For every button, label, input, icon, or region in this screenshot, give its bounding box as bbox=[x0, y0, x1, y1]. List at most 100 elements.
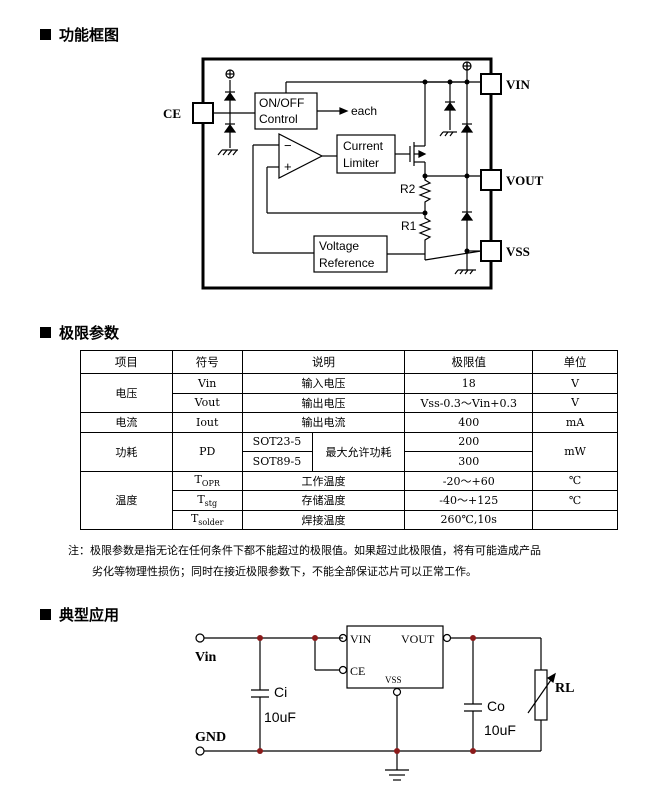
app-vin-label: Vin bbox=[195, 650, 216, 665]
symbol-sub: OPR bbox=[201, 479, 220, 489]
abs-max-table: 项目 符号 说明 极限值 单位 电压 Vin 输入电压 18 V Vout 输出… bbox=[80, 350, 618, 530]
cell-value: 300 bbox=[404, 451, 534, 472]
cell-symbol: TOPR bbox=[171, 470, 243, 491]
cell-unit: mA bbox=[532, 412, 618, 433]
onoff-label-2: Control bbox=[259, 112, 298, 126]
typical-app-title: 典型应用 bbox=[59, 606, 120, 624]
symbol-main: T bbox=[197, 492, 205, 506]
cell-symbol: Vin bbox=[171, 373, 243, 394]
cell-value: 18 bbox=[404, 373, 534, 394]
ci-value-label: 10uF bbox=[264, 709, 296, 725]
block-diagram-title: 功能框图 bbox=[59, 26, 120, 44]
cell-desc: 输入电压 bbox=[241, 373, 406, 394]
note-line-2: 劣化等物理性损伤；同时在接近极限参数下，不能全部保证芯片可以正常工作。 bbox=[92, 565, 477, 578]
bullet-square-icon bbox=[40, 609, 51, 620]
cell-desc: 焊接温度 bbox=[241, 509, 406, 530]
ref-label-2: Reference bbox=[319, 256, 375, 270]
cell-package: SOT23-5 bbox=[241, 431, 313, 452]
cell-unit: V bbox=[532, 373, 618, 394]
symbol-main: T bbox=[190, 512, 199, 526]
symbol-sub: solder bbox=[198, 518, 224, 528]
table-row: Vout 输出电压 Vss-0.3～Vin+0.3 V bbox=[81, 392, 618, 413]
table-row: 电压 Vin 输入电压 18 V bbox=[80, 373, 618, 413]
table-row: 电流 Iout 输出电流 400 mA bbox=[80, 412, 618, 433]
amp-plus-label: + bbox=[284, 159, 292, 174]
cell-value: 260℃,10s bbox=[404, 509, 534, 530]
pin-vin-label: VIN bbox=[506, 77, 530, 92]
cell-temperature-item: 温度 bbox=[80, 470, 173, 530]
onoff-label-1: ON/OFF bbox=[259, 96, 304, 110]
rl-label: RL bbox=[555, 681, 574, 696]
header-symbol: 符号 bbox=[171, 350, 243, 374]
cell-current-item: 电流 bbox=[80, 412, 173, 433]
note-line-1: 注：极限参数是指无论在任何条件下都不能超过的极限值。如果超过此极限值，将有可能造… bbox=[68, 544, 541, 557]
ic-ce-label: CE bbox=[350, 664, 365, 678]
cell-value: 400 bbox=[404, 412, 534, 433]
cell-symbol: PD bbox=[171, 431, 243, 472]
header-value: 极限值 bbox=[404, 350, 534, 374]
cell-symbol: Iout bbox=[171, 412, 243, 433]
co-label: Co bbox=[487, 698, 505, 714]
app-gnd-label: GND bbox=[195, 730, 226, 745]
each-label: each bbox=[351, 104, 377, 118]
error-amplifier bbox=[278, 133, 324, 179]
table-row: 功耗 PD SOT23-5 最大允许功耗 200 mW bbox=[80, 431, 618, 472]
pin-ce-box bbox=[192, 102, 214, 124]
cell-unit: mW bbox=[532, 431, 618, 472]
cell-desc: 输出电压 bbox=[241, 392, 406, 413]
cell-symbol: Vout bbox=[171, 392, 243, 413]
cell-value: -20～+60 bbox=[404, 470, 534, 491]
ic-vin-label: VIN bbox=[350, 632, 372, 646]
header-desc: 说明 bbox=[241, 350, 406, 374]
ci-label: Ci bbox=[274, 684, 287, 700]
pin-vout-label: VOUT bbox=[506, 173, 544, 188]
co-value-label: 10uF bbox=[484, 722, 516, 738]
header-unit: 单位 bbox=[532, 350, 618, 374]
table-row: Tsolder 焊接温度 260℃,10s bbox=[81, 509, 618, 530]
amp-minus-label: − bbox=[284, 138, 292, 153]
section-title-abs-max: 极限参数 bbox=[40, 322, 119, 343]
bullet-square-icon bbox=[40, 29, 51, 40]
cell-unit: ℃ bbox=[532, 470, 618, 491]
abs-max-title: 极限参数 bbox=[59, 324, 120, 342]
cell-value: -40～+125 bbox=[404, 490, 534, 511]
cell-value: Vss-0.3～Vin+0.3 bbox=[404, 392, 534, 413]
cell-package: SOT89-5 bbox=[241, 451, 313, 472]
ic-vss-label: VSS bbox=[385, 675, 402, 685]
pin-vss-box bbox=[480, 240, 502, 262]
section-title-block-diagram: 功能框图 bbox=[40, 24, 119, 45]
symbol-main: T bbox=[194, 473, 202, 487]
pin-vin-box bbox=[480, 73, 502, 95]
cell-unit bbox=[532, 509, 618, 530]
cell-desc: 存储温度 bbox=[241, 490, 406, 511]
r1-label: R1 bbox=[401, 219, 417, 233]
limiter-label-2: Limiter bbox=[343, 156, 379, 170]
ic-body bbox=[346, 625, 444, 689]
pin-ce-label: CE bbox=[163, 106, 181, 121]
abs-max-note: 注：极限参数是指无论在任何条件下都不能超过的极限值。如果超过此极限值，将有可能造… bbox=[68, 540, 628, 582]
cell-power-item: 功耗 bbox=[80, 431, 173, 472]
table-row: SOT89-5 300 bbox=[81, 451, 618, 472]
header-item: 项目 bbox=[80, 350, 173, 374]
cell-desc: 输出电流 bbox=[241, 412, 406, 433]
cell-unit: ℃ bbox=[532, 490, 618, 511]
ref-label-1: Voltage bbox=[319, 239, 359, 253]
cell-unit: V bbox=[532, 392, 618, 413]
cell-voltage-item: 电压 bbox=[80, 373, 173, 413]
cell-desc: 最大允许功耗 bbox=[311, 431, 406, 472]
symbol-sub: stg bbox=[204, 498, 218, 508]
table-row: 温度 TOPR 工作温度 -20～+60 ℃ bbox=[80, 470, 618, 530]
r2-label: R2 bbox=[400, 182, 416, 196]
ic-vout-label: VOUT bbox=[401, 632, 435, 646]
pin-vss-label: VSS bbox=[506, 244, 530, 259]
table-header-row: 项目 符号 说明 极限值 单位 bbox=[80, 350, 618, 374]
cell-symbol: Tsolder bbox=[171, 509, 243, 530]
cell-value: 200 bbox=[404, 431, 534, 452]
limiter-label-1: Current bbox=[343, 139, 384, 153]
pin-vout-box bbox=[480, 169, 502, 191]
section-title-typical-app: 典型应用 bbox=[40, 604, 119, 625]
cell-desc: 工作温度 bbox=[241, 470, 406, 491]
cell-symbol: Tstg bbox=[171, 490, 243, 511]
bullet-square-icon bbox=[40, 327, 51, 338]
